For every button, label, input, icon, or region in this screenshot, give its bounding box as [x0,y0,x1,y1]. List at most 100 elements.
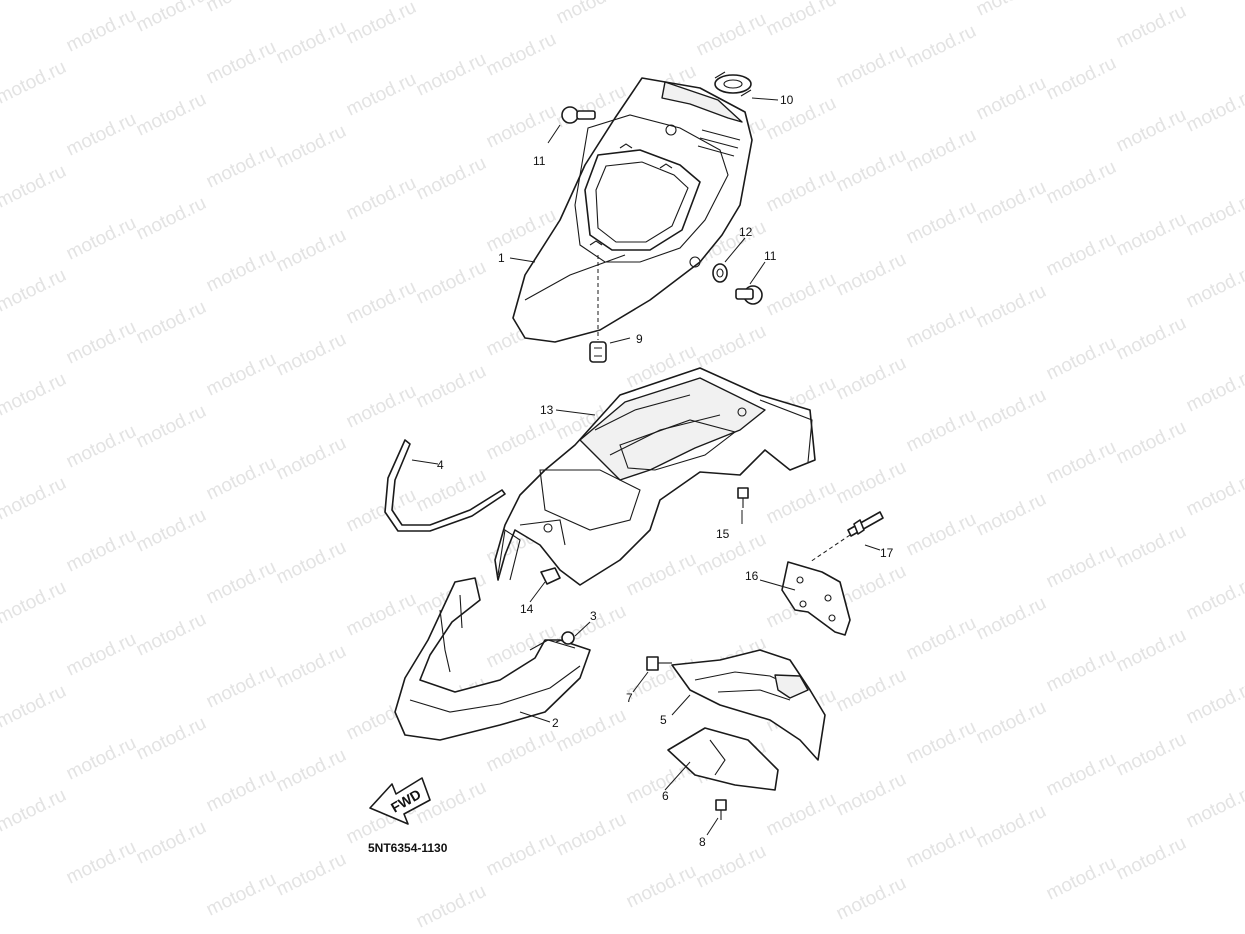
watermark-text: motod.ru [133,193,210,245]
callout-13: 13 [540,403,554,417]
watermark-text: motod.ru [0,369,70,421]
watermark-text: motod.ru [1113,1,1190,53]
watermark-text: motod.ru [413,361,490,413]
part-6-plate [667,727,779,791]
watermark-text: motod.ru [63,213,140,265]
watermark-text: motod.ru [903,21,980,73]
part-8-screw [715,799,727,820]
watermark-text: motod.ru [133,89,210,141]
watermark-text: motod.ru [1183,85,1245,137]
watermark-text: motod.ru [133,713,210,765]
watermark-text: motod.ru [343,277,420,329]
callout-2: 2 [552,716,559,730]
watermark-text: motod.ru [343,589,420,641]
watermark-text: motod.ru [0,577,70,629]
watermark-text: motod.ru [903,125,980,177]
watermark-text: motod.ru [203,661,280,713]
watermark-text: motod.ru [693,321,770,373]
watermark-text: motod.ru [0,785,70,837]
watermark-text: motod.ru [1113,521,1190,573]
watermark-text: motod.ru [553,705,630,757]
watermark-text: motod.ru [903,821,980,873]
watermark-text: motod.ru [623,549,700,601]
watermark-text: motod.ru [413,257,490,309]
watermark-text: motod.ru [973,0,1050,20]
watermark-text: motod.ru [763,789,840,841]
watermark-text: motod.ru [1183,677,1245,729]
callout-12: 12 [739,225,753,239]
watermark-text: motod.ru [133,609,210,661]
watermark-text: motod.ru [1113,417,1190,469]
watermark-text: motod.ru [343,69,420,121]
watermark-text: motod.ru [1113,625,1190,677]
callout-10: 10 [780,93,794,107]
watermark-text: motod.ru [903,613,980,665]
watermark-text: motod.ru [763,0,840,40]
watermark-text: motod.ru [483,101,560,153]
watermark-text: motod.ru [833,41,910,93]
watermark-text: motod.ru [1113,105,1190,157]
watermark-text: motod.ru [413,49,490,101]
callout-15: 15 [716,527,730,541]
watermark-text: motod.ru [133,401,210,453]
watermark-text: motod.ru [833,665,910,717]
watermark-text: motod.ru [903,405,980,457]
callout-labels: 1 10 11 12 11 9 13 4 15 17 16 14 3 7 2 5… [437,93,894,849]
watermark-text: motod.ru [203,349,280,401]
watermark-text: motod.ru [833,249,910,301]
watermark-text: motod.ru [273,329,350,381]
watermark-text: motod.ru [973,697,1050,749]
watermark-text: motod.ru [903,717,980,769]
part-4-seal-strip [384,439,506,532]
watermark-text: motod.ru [63,421,140,473]
watermark-text: motod.ru [1043,229,1120,281]
watermark-text: motod.ru [763,93,840,145]
watermark-text: motod.ru [273,433,350,485]
watermark-text: motod.ru [0,473,70,525]
watermark-text: motod.ru [1113,313,1190,365]
watermark-text: motod.ru [273,641,350,693]
watermark-text: motod.ru [973,177,1050,229]
callout-7: 7 [626,691,633,705]
watermark-text: motod.ru [1113,209,1190,261]
watermark-text: motod.ru [63,109,140,161]
watermark-text: motod.ru [1043,853,1120,905]
watermark-text: motod.ru [273,17,350,69]
watermark-text: motod.ru [903,301,980,353]
watermark-text: motod.ru [973,593,1050,645]
watermark-text: motod.ru [203,453,280,505]
callout-11-lower: 11 [764,249,777,263]
watermark-text: motod.ru [133,817,210,869]
watermark-text: motod.ru [833,873,910,925]
watermark-text: motod.ru [1043,437,1120,489]
watermark-text: motod.ru [203,765,280,817]
callout-16: 16 [745,569,759,583]
watermark-text: motod.ru [343,0,420,48]
watermark-text: motod.ru [203,37,280,89]
watermark-text: motod.ru [763,165,840,217]
watermark-text: motod.ru [133,297,210,349]
watermark-text: motod.ru [553,809,630,861]
watermark-text: motod.ru [343,381,420,433]
watermark-text: motod.ru [833,145,910,197]
watermark-text: motod.ru [833,769,910,821]
callout-3: 3 [590,609,597,623]
callout-17: 17 [880,546,894,560]
watermark-text: motod.ru [1113,729,1190,781]
watermark-text: motod.ru [833,353,910,405]
part-11-screw-upper [561,106,596,124]
watermark-text: motod.ru [273,121,350,173]
watermark-text: motod.ru [0,57,70,109]
assembly-line-17 [809,534,851,563]
part-11-screw-lower [735,285,763,305]
watermark-text: motod.ru [1183,469,1245,521]
watermark-text: motod.ru [1183,365,1245,417]
callout-6: 6 [662,789,669,803]
watermark-text: motod.ru [553,0,630,28]
part-12-washer [712,263,728,283]
watermark-text: motod.ru [1113,833,1190,885]
part-2-lower-cover [394,577,591,741]
watermark-text: motod.ru [63,5,140,57]
watermark-text: motod.ru [203,245,280,297]
